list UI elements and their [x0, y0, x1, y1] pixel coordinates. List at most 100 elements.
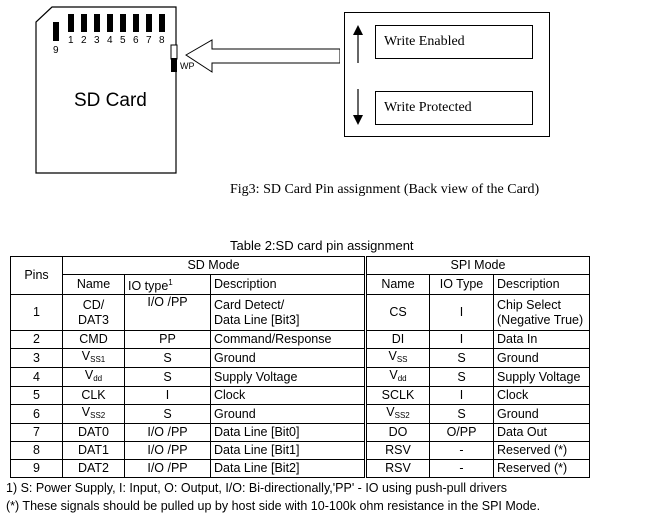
sd-io: I — [124, 386, 211, 406]
sd-card-label: SD Card — [74, 90, 147, 111]
sd-desc: Command/Response — [210, 330, 367, 350]
spi-desc: Data Out — [493, 423, 590, 443]
spi-mode-header: SPI Mode — [365, 256, 590, 275]
spi-io: O/PP — [429, 423, 494, 443]
spi-name: SCLK — [365, 386, 430, 406]
pin-number: 6 — [10, 404, 63, 425]
sd-name: DAT2 — [62, 459, 125, 479]
pin-number: 9 — [10, 459, 63, 479]
sd-name: CD/DAT3 — [62, 294, 125, 332]
figure-caption: Fig3: SD Card Pin assignment (Back view … — [230, 182, 540, 197]
spi-desc: Reserved (*) — [493, 441, 590, 461]
pin-6-contact — [133, 14, 139, 32]
spi-desc: Chip Select(Negative True) — [493, 294, 590, 332]
pin-number: 7 — [10, 423, 63, 443]
sd-desc: Data Line [Bit2] — [210, 459, 367, 479]
sd-desc: Ground — [210, 348, 367, 369]
pin-number: 3 — [10, 348, 63, 369]
sd-desc: Data Line [Bit0] — [210, 423, 367, 443]
footnote-2: (*) These signals should be pulled up by… — [6, 499, 541, 513]
sd-desc: Ground — [210, 404, 367, 425]
spi-io: S — [429, 348, 494, 369]
pin-4-label: 4 — [107, 35, 113, 46]
spi-desc: Ground — [493, 404, 590, 425]
sd-mode-header: SD Mode — [62, 256, 367, 275]
spi-desc: Reserved (*) — [493, 459, 590, 479]
sd-io: PP — [124, 330, 211, 350]
pin-5-label: 5 — [120, 35, 126, 46]
sd-io: I/O /PP — [124, 441, 211, 461]
col-name-header: Name — [62, 273, 125, 296]
spi-io: I — [429, 330, 494, 350]
spi-io: S — [429, 367, 494, 388]
sd-card-outline — [35, 6, 177, 174]
sd-desc: Supply Voltage — [210, 367, 367, 388]
spi-desc: Supply Voltage — [493, 367, 590, 388]
spi-name: Vdd — [365, 367, 430, 388]
pin-number: 4 — [10, 367, 63, 388]
sd-name: CMD — [62, 330, 125, 350]
pin-number: 1 — [10, 294, 63, 332]
table-caption: Table 2:SD card pin assignment — [230, 238, 414, 253]
table-header-row-1: Pins SD Mode SPI Mode — [10, 255, 590, 296]
spi-name: VSS2 — [365, 404, 430, 425]
spi-name: RSV — [365, 441, 430, 461]
spi-io: - — [429, 459, 494, 479]
spi-name: DO — [365, 423, 430, 443]
pin-6-label: 6 — [133, 35, 139, 46]
sd-desc: Clock — [210, 386, 367, 406]
pins-header: Pins — [10, 255, 63, 296]
spi-desc: Ground — [493, 348, 590, 369]
wp-switch-lower — [171, 58, 177, 72]
pin-1-label: 1 — [68, 35, 74, 46]
spi-name: RSV — [365, 459, 430, 479]
write-protected-box: Write Protected — [375, 91, 533, 125]
sd-name: VSS2 — [62, 404, 125, 425]
col-desc-spi-header: Description — [493, 273, 590, 296]
pin-9-label: 9 — [53, 45, 59, 56]
pin-number: 5 — [10, 386, 63, 406]
sd-name: DAT0 — [62, 423, 125, 443]
spi-name: CS — [365, 294, 430, 332]
spi-io: I — [429, 294, 494, 332]
sd-io: I/O /PP — [124, 294, 211, 332]
spi-io: S — [429, 404, 494, 425]
pin-number: 8 — [10, 441, 63, 461]
wp-label: WP — [180, 61, 195, 71]
sd-io: S — [124, 348, 211, 369]
col-desc-header: Description — [210, 273, 367, 296]
sd-desc: Data Line [Bit1] — [210, 441, 367, 461]
spi-io: - — [429, 441, 494, 461]
pin-7-label: 7 — [146, 35, 152, 46]
pin-5-contact — [120, 14, 126, 32]
spi-name: VSS — [365, 348, 430, 369]
sd-name: VSS1 — [62, 348, 125, 369]
pin-3-label: 3 — [94, 35, 100, 46]
pin-contacts — [68, 14, 165, 32]
pin-2-label: 2 — [81, 35, 87, 46]
pin-assignment-table: Pins SD Mode SPI Mode Name IO type1 Desc… — [10, 255, 590, 479]
table-header-row-2: Name IO type1 Description Name IO Type D… — [11, 273, 590, 296]
spi-desc: Clock — [493, 386, 590, 406]
col-name-spi-header: Name — [365, 273, 430, 296]
pin-4-contact — [107, 14, 113, 32]
arrow-up-icon — [353, 25, 363, 35]
col-io-spi-header: IO Type — [429, 273, 494, 296]
pin-9-contact — [53, 22, 59, 41]
pin-7-contact — [146, 14, 152, 32]
sd-name: Vdd — [62, 367, 125, 388]
pin-1-contact — [68, 14, 74, 32]
footnote-1: 1) S: Power Supply, I: Input, O: Output,… — [6, 481, 508, 495]
spi-io: I — [429, 386, 494, 406]
sd-desc: Card Detect/Data Line [Bit3] — [210, 294, 367, 332]
pin-number: 2 — [10, 330, 63, 350]
arrow-down-icon — [353, 115, 363, 125]
